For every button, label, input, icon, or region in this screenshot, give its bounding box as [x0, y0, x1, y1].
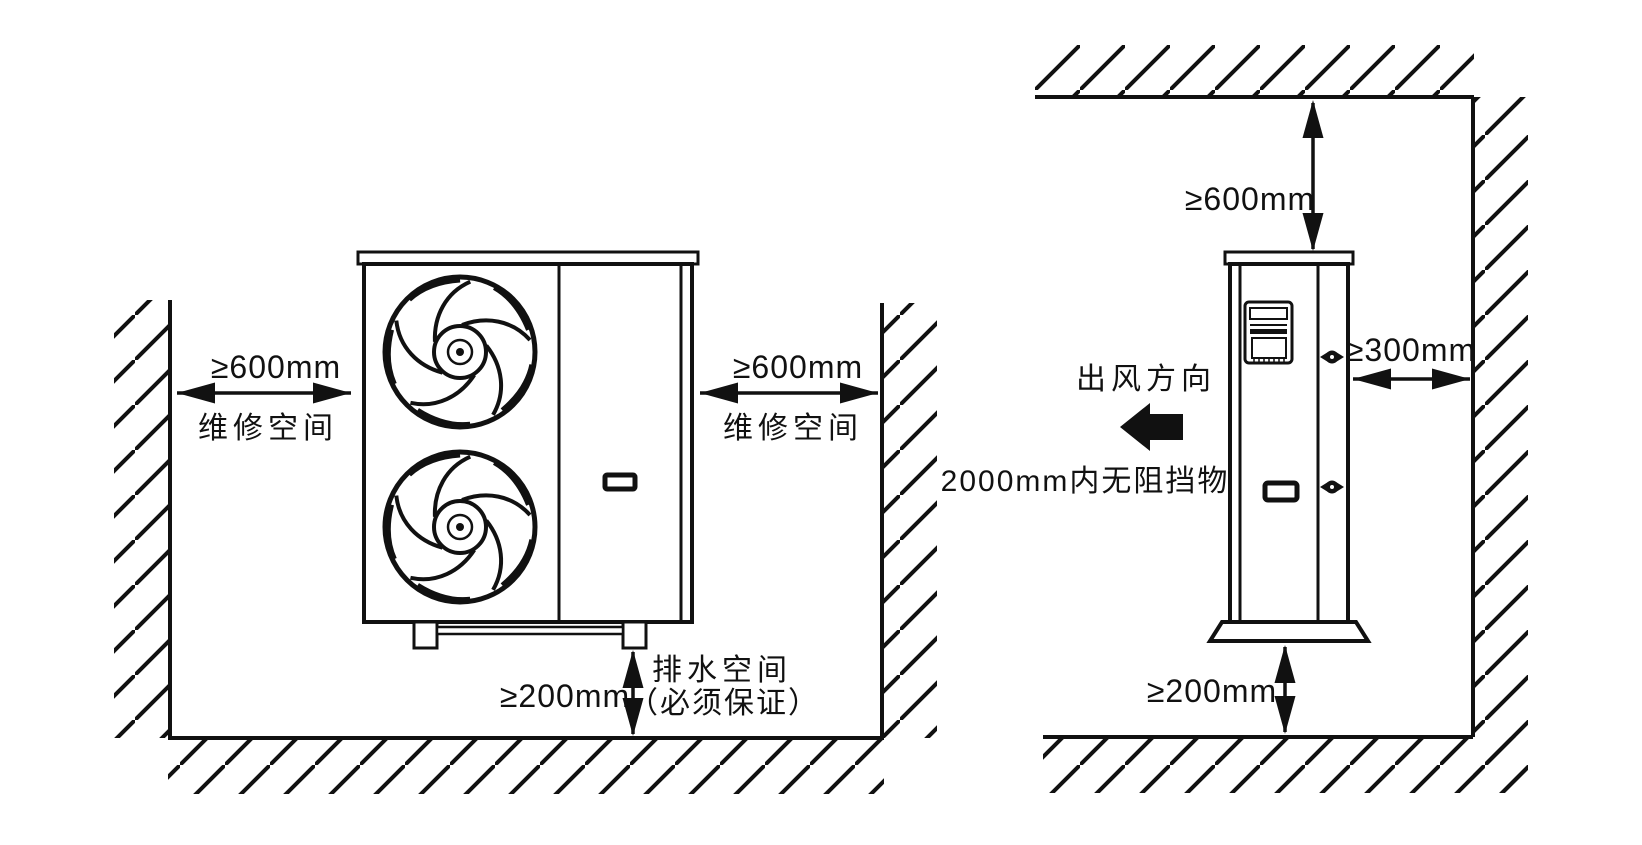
valve-knob	[1320, 480, 1344, 494]
front-view: ≥600mm 维修空间 ≥600mm 维修空间 ≥200mm 排水空间 （必须保…	[114, 250, 937, 794]
airflow-obstruction-note: 2000mm内无阻挡物	[941, 465, 1230, 498]
valve-knob	[1320, 350, 1344, 364]
fan-hub-inner	[446, 513, 474, 541]
electrical-box-top-vent	[1249, 307, 1288, 320]
floor-hatching	[168, 738, 884, 794]
airflow-direction-label: 出风方向	[1076, 363, 1216, 396]
fan-hub-dot	[456, 523, 464, 531]
arrowhead-icon	[1302, 213, 1324, 251]
ceiling-hatching	[1035, 45, 1474, 97]
side-floor-hatching	[1043, 737, 1528, 793]
right-wall-hatching	[882, 303, 937, 738]
front-left-clearance-label: 维修空间	[198, 412, 338, 445]
fan-hub-inner	[446, 338, 474, 366]
front-right-clearance-value: ≥600mm	[733, 349, 863, 385]
electrical-box-ticks	[1253, 358, 1285, 362]
side-bottom-clearance-value: ≥200mm	[1147, 673, 1277, 709]
arrowhead-icon	[313, 382, 351, 404]
unit-foot-right	[621, 620, 648, 650]
drain-space-label: 排水空间	[652, 654, 792, 687]
arrowhead-icon	[840, 382, 878, 404]
front-right-clearance-label: 维修空间	[723, 412, 863, 445]
side-top-clearance-value: ≥600mm	[1185, 181, 1315, 217]
fan-blade	[492, 286, 530, 331]
arrowhead-icon	[622, 698, 644, 736]
side-unit-base	[1206, 620, 1372, 643]
unit-handle	[602, 472, 638, 492]
side-wall-clearance-value: ≥300mm	[1346, 332, 1476, 368]
arrowhead-icon	[700, 382, 738, 404]
electrical-box	[1243, 300, 1294, 365]
airflow-arrow-icon	[1120, 403, 1183, 451]
front-bottom-clearance-value: ≥200mm	[500, 678, 630, 714]
unit-base-rail	[435, 625, 625, 636]
side-unit-handle	[1262, 480, 1300, 503]
fan-bottom	[382, 449, 538, 605]
fan-rim	[382, 274, 538, 430]
arrowhead-icon	[622, 650, 644, 688]
electrical-box-band	[1250, 329, 1287, 334]
side-wall-hatching	[1473, 97, 1528, 793]
arrowhead-icon	[1274, 645, 1296, 683]
arrowhead-icon	[1353, 368, 1391, 390]
arrowhead-icon	[1302, 100, 1324, 138]
drain-space-note: （必须保证）	[628, 687, 820, 720]
fan-top	[382, 274, 538, 430]
fan-blade	[461, 318, 532, 342]
unit-foot-left	[412, 620, 439, 650]
side-view: ≥600mm ≥300mm ≥200mm 出风方向 2000mm内无阻挡物	[941, 45, 1528, 793]
left-wall-hatching	[114, 300, 170, 738]
arrowhead-icon	[1432, 368, 1470, 390]
fan-hub-dot	[456, 348, 464, 356]
front-left-clearance-value: ≥600mm	[211, 349, 341, 385]
arrowhead-icon	[1274, 696, 1296, 734]
arrowhead-icon	[177, 382, 215, 404]
fan-rim	[382, 449, 538, 605]
